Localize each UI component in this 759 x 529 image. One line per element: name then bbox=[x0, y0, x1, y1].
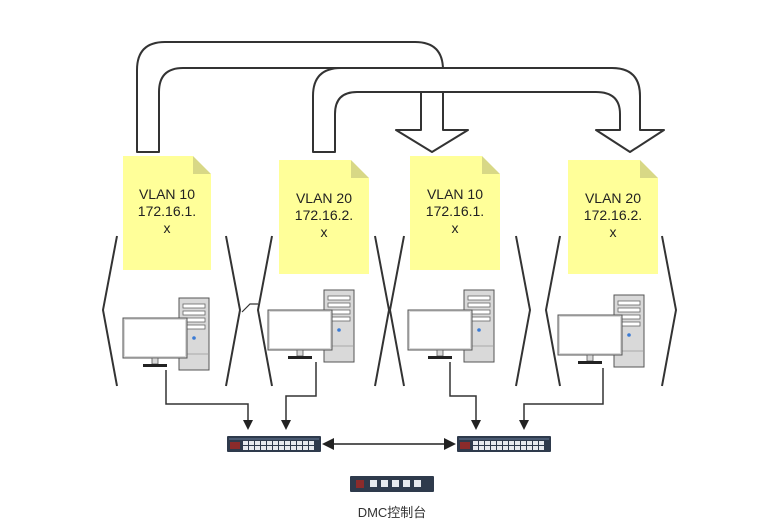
pc-1 bbox=[122, 297, 210, 371]
dmc-console-device bbox=[350, 476, 434, 492]
bracket-right-1 bbox=[225, 235, 242, 387]
vlan-label: VLAN 10 bbox=[426, 186, 484, 202]
note-text: VLAN 20 172.16.2. x bbox=[279, 190, 369, 241]
flow-arrow-vlan20 bbox=[312, 67, 665, 153]
bracket-right-2 bbox=[374, 235, 391, 387]
bracket-left-2 bbox=[256, 235, 273, 387]
vlan-note-3: VLAN 10 172.16.1. x bbox=[410, 156, 500, 270]
cables bbox=[165, 362, 604, 430]
ip-suffix: x bbox=[320, 224, 328, 240]
switch-right bbox=[457, 436, 551, 452]
stray-mark bbox=[241, 303, 258, 313]
ip-label: 172.16.1. bbox=[137, 203, 197, 219]
cable-pc3 bbox=[449, 362, 481, 430]
pc-4 bbox=[557, 294, 645, 368]
ip-suffix: x bbox=[451, 220, 459, 236]
note-fold bbox=[482, 156, 500, 174]
bracket-left-3 bbox=[388, 235, 405, 387]
vlan-label: VLAN 20 bbox=[584, 190, 642, 206]
cable-pc4 bbox=[519, 368, 604, 430]
vlan-label: VLAN 20 bbox=[295, 190, 353, 206]
bracket-right-3 bbox=[515, 235, 532, 387]
ip-label: 172.16.1. bbox=[425, 203, 485, 219]
ip-label: 172.16.2. bbox=[294, 207, 354, 223]
ip-suffix: x bbox=[609, 224, 617, 240]
cable-pc1 bbox=[165, 370, 253, 430]
note-text: VLAN 20 172.16.2. x bbox=[568, 190, 658, 241]
ip-label: 172.16.2. bbox=[583, 207, 643, 223]
trunk-link bbox=[322, 438, 456, 450]
pc-3 bbox=[407, 289, 495, 363]
cable-pc2 bbox=[281, 362, 317, 430]
bracket-left-4 bbox=[544, 235, 561, 387]
note-fold bbox=[351, 160, 369, 178]
vlan-note-2: VLAN 20 172.16.2. x bbox=[279, 160, 369, 274]
flow-arrow-vlan10 bbox=[136, 41, 469, 153]
note-text: VLAN 10 172.16.1. x bbox=[123, 186, 211, 237]
group-brackets bbox=[101, 235, 678, 387]
switch-left bbox=[227, 436, 321, 452]
dmc-console-label: DMC控制台 bbox=[357, 505, 427, 520]
vlan-note-1: VLAN 10 172.16.1. x bbox=[123, 156, 211, 270]
note-fold bbox=[193, 156, 211, 174]
pc-2 bbox=[267, 289, 355, 363]
vlan-label: VLAN 10 bbox=[138, 186, 196, 202]
ip-suffix: x bbox=[163, 220, 171, 236]
bracket-left-1 bbox=[101, 235, 118, 387]
note-text: VLAN 10 172.16.1. x bbox=[410, 186, 500, 237]
note-fold bbox=[640, 160, 658, 178]
bracket-right-4 bbox=[661, 235, 678, 387]
vlan-note-4: VLAN 20 172.16.2. x bbox=[568, 160, 658, 274]
